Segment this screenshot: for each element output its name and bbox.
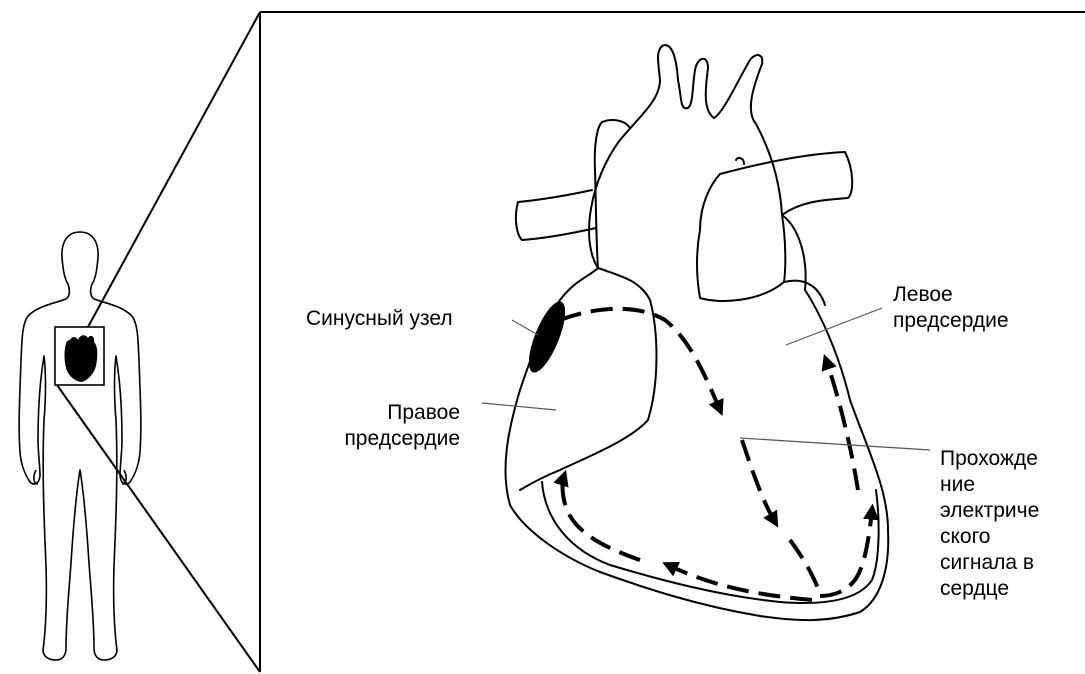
human-silhouette-icon <box>19 232 141 660</box>
heart-outline <box>505 45 888 620</box>
zoom-projection <box>57 12 1085 672</box>
pathway-down-septum <box>742 440 775 522</box>
pathway-bottom-left <box>668 565 812 600</box>
signal-path-label: Прохожде ние электриче ского сигнала в с… <box>940 446 1080 602</box>
right-atrium-label: Правое предсердие <box>300 400 460 452</box>
projection-line-bottom <box>57 385 260 672</box>
pathway-apex <box>790 510 872 596</box>
left-atrium-label: Левое предсердие <box>893 282 1063 334</box>
heart-icon <box>65 335 98 382</box>
pathway-left-ventricle-up <box>826 360 858 490</box>
pathway-to-av <box>560 309 720 410</box>
pathway-left-up <box>563 476 641 560</box>
sinus-node-label: Синусный узел <box>306 306 526 332</box>
leader-left-atrium <box>786 308 882 345</box>
leader-right-atrium <box>482 403 556 410</box>
projection-line-top <box>88 12 260 327</box>
sinus-node <box>522 297 573 376</box>
leader-signal-path <box>740 438 930 450</box>
conduction-pathway <box>560 309 872 600</box>
